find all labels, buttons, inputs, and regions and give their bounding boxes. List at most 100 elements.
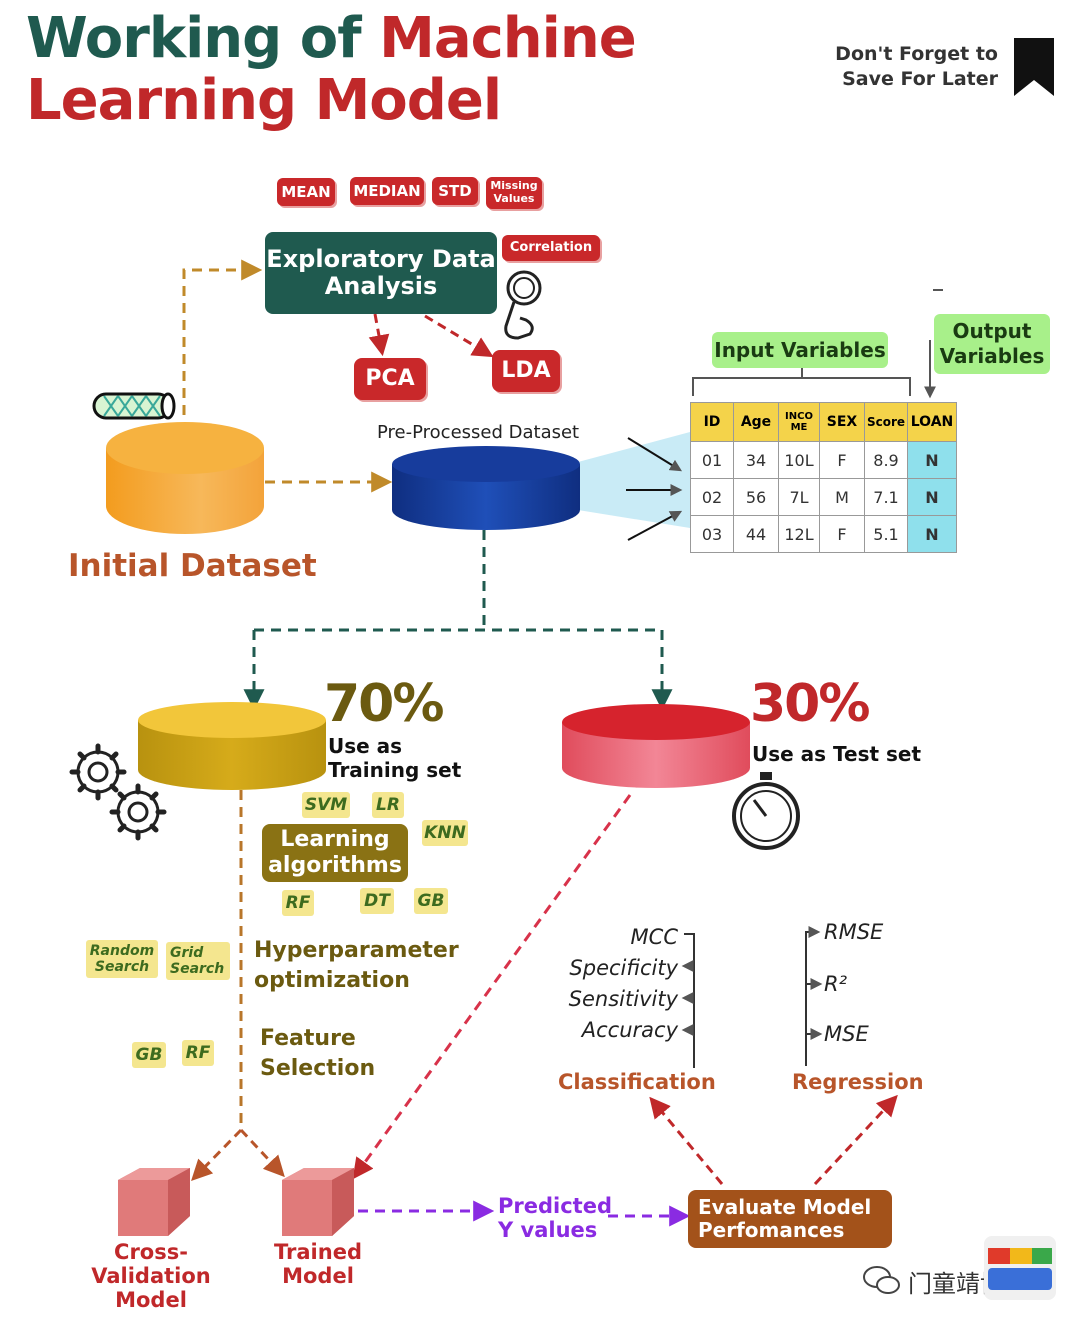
learning-algorithms-box: Learning algorithms <box>262 824 408 882</box>
table-cell: M <box>819 478 865 516</box>
table-row: 02 56 7L M 7.1 N <box>690 478 957 516</box>
col-header: Age <box>733 402 779 442</box>
cv-line1: Cross- <box>114 1240 188 1264</box>
predicted-line2: Y values <box>498 1218 598 1242</box>
bookmark-icon[interactable] <box>1012 36 1056 98</box>
table-cell: F <box>819 441 865 479</box>
evaluate-box: Evaluate Model Perfomances <box>688 1190 892 1248</box>
eda-box: Exploratory Data Analysis <box>265 232 497 314</box>
save-reminder: Don't Forget to Save For Later <box>800 42 998 92</box>
output-line2: Variables <box>939 344 1045 368</box>
evaluate-line1: Evaluate Model <box>698 1195 872 1219</box>
table-row: 03 44 12L F 5.1 N <box>690 515 957 553</box>
training-line1: Use as <box>328 734 403 758</box>
training-label: Use as Training set <box>328 734 461 782</box>
classification-metrics: MCC Specificity Sensitivity Accuracy <box>540 922 678 1046</box>
training-percent: 70% <box>324 674 444 734</box>
algo-tag-gb: GB <box>414 888 448 914</box>
page-title: Working of Machine Learning Model <box>26 6 637 133</box>
feature-selection-label: Feature Selection <box>260 1024 375 1084</box>
table-cell: F <box>819 515 865 553</box>
regression-metric-mse: MSE <box>824 1022 869 1046</box>
feature-tag-rf: RF <box>182 1040 214 1066</box>
tag-mean: MEAN <box>277 178 335 206</box>
stopwatch-icon <box>732 772 800 850</box>
algo-tag-svm: SVM <box>302 792 350 818</box>
algo-tag-dt: DT <box>360 888 394 914</box>
grid-search-tag: Grid Search <box>166 942 230 980</box>
metric-specificity: Specificity <box>569 956 678 980</box>
cv-line2: Validation <box>91 1264 211 1288</box>
table-row: 01 34 10L F 8.9 N <box>690 441 957 479</box>
algo-tag-knn: KNN <box>422 820 468 846</box>
table-cell: 10L <box>778 441 820 479</box>
lda-box: LDA <box>492 350 560 392</box>
col-header: LOAN <box>907 402 957 442</box>
metric-accuracy: Accuracy <box>581 1018 678 1042</box>
hyperparameter-label: Hyperparameter optimization <box>254 936 459 996</box>
title-part2: Machine <box>379 6 637 71</box>
random-line1: Random <box>89 943 155 959</box>
predicted-label: Predicted Y values <box>498 1194 612 1242</box>
table-cell: 03 <box>690 515 734 553</box>
tag-std: STD <box>432 177 478 205</box>
table-cell: 7.1 <box>864 478 908 516</box>
evaluate-line2: Perfomances <box>698 1218 845 1242</box>
table-cell: N <box>907 478 957 516</box>
input-variables-label: Input Variables <box>712 332 888 368</box>
feature-tag-gb: GB <box>132 1042 166 1068</box>
col-header: ID <box>690 402 734 442</box>
hyper-line1: Hyperparameter <box>254 938 459 963</box>
preprocessed-label: Pre-Processed Dataset <box>377 422 580 443</box>
table-cell: N <box>907 441 957 479</box>
tag-correlation: Correlation <box>502 235 600 261</box>
table-cell: 56 <box>733 478 779 516</box>
grid-line2: Search <box>170 961 225 977</box>
test-percent: 30% <box>750 674 870 734</box>
col-header: Score <box>864 402 908 442</box>
initial-dataset-label: Initial Dataset <box>68 548 317 584</box>
training-set-cylinder <box>138 702 326 790</box>
table-cell: 12L <box>778 515 820 553</box>
missing-line2: Values <box>493 192 535 205</box>
magnifier-icon <box>504 270 542 340</box>
cv-line3: Model <box>115 1288 187 1312</box>
algo-tag-lr: LR <box>372 792 404 818</box>
regression-metric-rmse: RMSE <box>824 920 884 944</box>
pipe-icon <box>92 392 176 420</box>
algo-line1: Learning <box>280 827 390 852</box>
random-search-tag: Random Search <box>86 940 158 978</box>
table-cell: 7L <box>778 478 820 516</box>
output-line1: Output <box>952 319 1032 343</box>
table-cell: 34 <box>733 441 779 479</box>
cv-model-cube-icon <box>118 1168 190 1236</box>
algo-tag-rf: RF <box>282 890 314 916</box>
random-line2: Search <box>94 959 150 975</box>
wechat-icon <box>863 1266 900 1294</box>
missing-line1: Missing <box>490 179 538 192</box>
col-header: INCO ME <box>778 402 820 442</box>
title-line2: Learning Model <box>26 68 502 133</box>
preprocessed-cylinder <box>392 446 580 530</box>
predicted-line1: Predicted <box>498 1194 612 1218</box>
table-cell: 02 <box>690 478 734 516</box>
table-cell: N <box>907 515 957 553</box>
metric-mcc: MCC <box>630 925 678 949</box>
classification-label: Classification <box>558 1070 716 1094</box>
eda-line2: Analysis <box>324 272 438 300</box>
table-cell: 01 <box>690 441 734 479</box>
trained-model-label: Trained Model <box>262 1240 374 1288</box>
dataset-table: ID Age INCO ME SEX Score LOAN 01 34 10L … <box>690 402 957 553</box>
table-cell: 44 <box>733 515 779 553</box>
metric-sensitivity: Sensitivity <box>568 987 678 1011</box>
test-label: Use as Test set <box>752 742 922 766</box>
channel-logo <box>984 1236 1056 1300</box>
table-header-row: ID Age INCO ME SEX Score LOAN <box>690 402 957 442</box>
table-cell: 8.9 <box>864 441 908 479</box>
output-variables-label: Output Variables <box>934 314 1050 374</box>
title-part1: Working of <box>26 6 380 71</box>
training-line2: Training set <box>328 758 462 782</box>
trained-line1: Trained <box>274 1240 362 1264</box>
grid-line1: Grid <box>170 945 204 961</box>
